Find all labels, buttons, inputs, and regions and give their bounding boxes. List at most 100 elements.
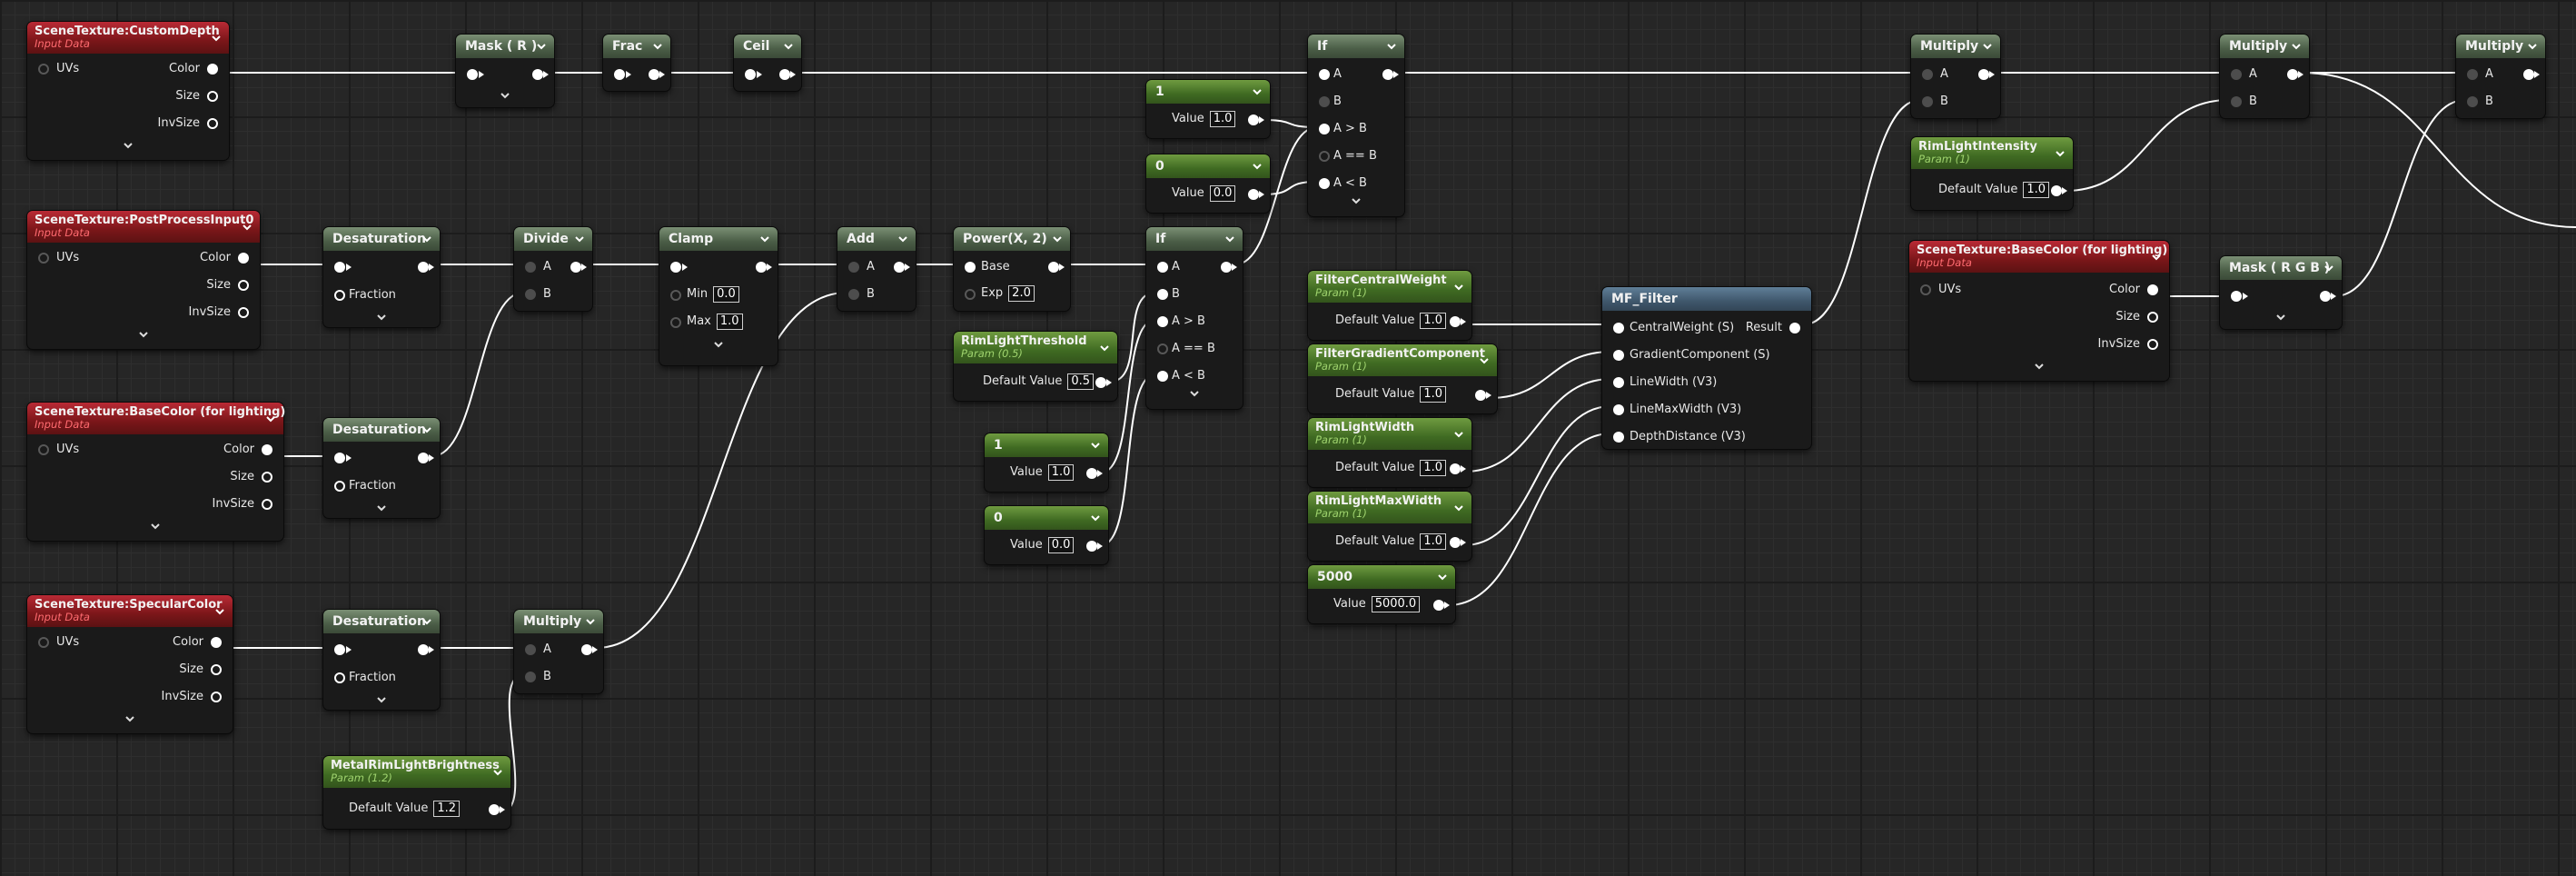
chevron-down-icon[interactable] [781, 39, 796, 54]
node-if-2[interactable]: If A B A > B A == B A < B [1146, 227, 1243, 409]
chevron-down-icon[interactable] [263, 412, 278, 426]
chevron-down-icon[interactable] [2322, 261, 2336, 275]
output-pin-size[interactable]: Size [27, 656, 233, 683]
output-pin-result[interactable]: Result [1602, 314, 1811, 342]
input-pin-b[interactable]: B [1911, 88, 2000, 115]
input-pin[interactable] [734, 61, 801, 88]
value-field[interactable]: 5000.0 [1371, 596, 1421, 612]
chevron-down-icon[interactable] [1451, 501, 1466, 515]
input-pin-fraction[interactable]: Fraction [323, 664, 440, 692]
output-pin-size[interactable]: Size [1909, 304, 2169, 331]
input-pin-altb[interactable]: A < B [1308, 170, 1404, 197]
output-pin[interactable] [1146, 181, 1270, 208]
chevron-down-icon[interactable] [1050, 232, 1065, 246]
connection-wire[interactable] [1100, 373, 1156, 546]
input-pin[interactable] [323, 636, 440, 663]
output-pin[interactable] [1308, 592, 1455, 619]
node-scenetexture-basecolor[interactable]: SceneTexture:BaseColor (for lighting)Inp… [27, 403, 285, 541]
output-pin[interactable] [603, 61, 670, 88]
input-pin-a[interactable]: A [2220, 61, 2309, 88]
output-pin[interactable] [2220, 283, 2342, 310]
input-pin-agtb[interactable]: A > B [1146, 308, 1243, 335]
input-pin[interactable] [323, 444, 440, 472]
input-pin-gradientcomponent[interactable]: GradientComponent (S) [1602, 342, 1811, 369]
default-value-field[interactable]: 1.2 [433, 801, 461, 817]
output-pin[interactable] [323, 636, 440, 663]
connection-wire[interactable] [1100, 319, 1156, 473]
node-desaturation-3[interactable]: Desaturation Fraction [323, 610, 440, 710]
output-pin-color[interactable]: Color [27, 436, 283, 463]
input-pin-b[interactable]: B [1308, 88, 1404, 115]
input-pin-uvs[interactable]: UVs [1909, 276, 2169, 304]
output-pin[interactable] [734, 61, 801, 88]
input-pin[interactable] [2220, 283, 2342, 310]
output-pin-color[interactable]: Color [27, 55, 229, 83]
input-pin-uvs[interactable]: UVs [27, 55, 229, 83]
output-pin[interactable] [1911, 61, 2000, 88]
connection-wire[interactable] [1262, 181, 1318, 195]
chevron-down-icon[interactable] [1250, 85, 1264, 99]
output-pin-invsize[interactable]: InvSize [27, 683, 233, 711]
expand-chevron-icon[interactable] [374, 313, 389, 324]
node-divide[interactable]: Divide A B [514, 227, 592, 311]
input-pin-depthdistance[interactable]: DepthDistance (V3) [1602, 423, 1811, 451]
node-scenetexture-basecolor-2[interactable]: SceneTexture:BaseColor (for lighting)Inp… [1909, 241, 2169, 381]
input-pin-agtb[interactable]: A > B [1308, 115, 1404, 143]
output-pin[interactable] [323, 796, 510, 823]
expand-chevron-icon[interactable] [121, 141, 135, 152]
default-value-field[interactable]: 1.0 [1420, 313, 1447, 329]
output-pin[interactable] [1308, 308, 1471, 335]
output-pin[interactable] [837, 254, 916, 281]
output-pin[interactable] [2220, 61, 2309, 88]
output-pin[interactable] [1146, 254, 1243, 281]
output-pin[interactable] [514, 254, 592, 281]
connection-wire[interactable] [431, 292, 524, 457]
input-pin-centralweight[interactable]: CentralWeight (S) [1602, 314, 1811, 342]
output-pin[interactable] [954, 254, 1070, 281]
connection-wire[interactable] [1234, 126, 1318, 265]
value-field[interactable]: 1.0 [1047, 464, 1075, 481]
input-pin[interactable] [323, 254, 440, 281]
expand-chevron-icon[interactable] [136, 330, 151, 341]
connection-wire[interactable] [1109, 292, 1156, 383]
chevron-down-icon[interactable] [583, 614, 598, 629]
chevron-down-icon[interactable] [240, 220, 254, 234]
input-pin[interactable] [603, 61, 670, 88]
input-pin-fraction[interactable]: Fraction [323, 473, 440, 500]
node-multiply-2[interactable]: Multiply A B [1911, 35, 2000, 118]
expand-chevron-icon[interactable] [1349, 196, 1363, 207]
node-multiply-1[interactable]: Multiply A B [514, 610, 603, 693]
chevron-down-icon[interactable] [490, 765, 505, 780]
output-pin-size[interactable]: Size [27, 463, 283, 491]
output-pin[interactable] [1308, 455, 1471, 483]
expand-chevron-icon[interactable] [2274, 313, 2288, 324]
chevron-down-icon[interactable] [758, 232, 772, 246]
chevron-down-icon[interactable] [209, 31, 223, 45]
output-pin[interactable] [954, 369, 1117, 396]
output-pin-size[interactable]: Size [27, 83, 229, 110]
output-pin-color[interactable]: Color [1909, 276, 2169, 304]
chevron-down-icon[interactable] [2289, 39, 2304, 54]
expand-chevron-icon[interactable] [711, 340, 726, 351]
output-pin-invsize[interactable]: InvSize [27, 110, 229, 137]
chevron-down-icon[interactable] [1451, 280, 1466, 294]
connection-wire[interactable] [1262, 119, 1318, 128]
chevron-down-icon[interactable] [420, 614, 434, 629]
input-pin-fraction[interactable]: Fraction [323, 282, 440, 309]
input-pin-b[interactable]: B [514, 663, 603, 691]
input-pin-b[interactable]: B [837, 281, 916, 308]
chevron-down-icon[interactable] [2053, 146, 2067, 161]
node-add[interactable]: Add A B [837, 227, 916, 311]
output-pin-color[interactable]: Color [27, 244, 260, 272]
